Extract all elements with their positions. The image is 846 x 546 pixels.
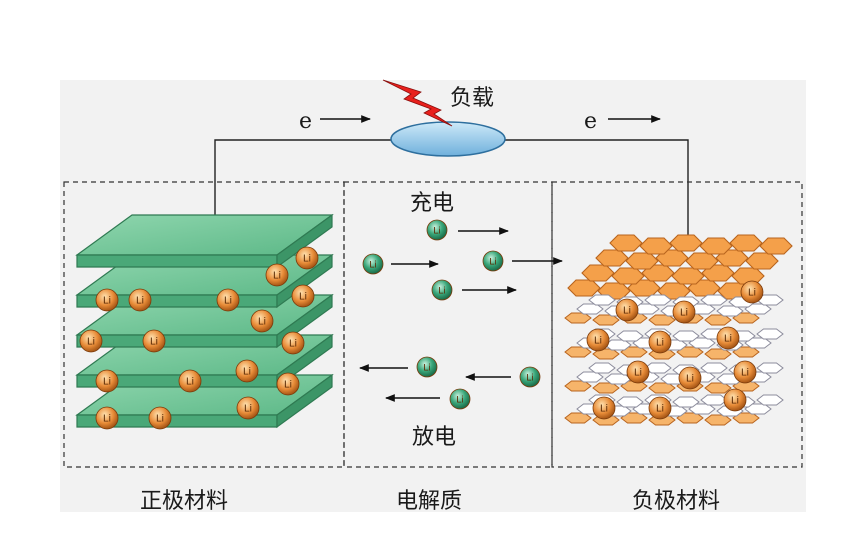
lithium-ion: Li [281,331,305,355]
ion-text: Li [438,287,446,297]
lightning-bolt-icon [382,79,453,127]
anode-layer [564,294,784,326]
ion-text: Li [243,367,251,378]
electron-label-right: e [584,109,597,134]
lithium-ion: Li [95,406,119,430]
lithium-ion: Li [265,263,289,287]
ion-text: Li [731,396,739,407]
electrolyte-region [343,181,553,468]
lithium-ion: Li [128,288,152,312]
electrolyte-ion: Li [416,356,438,378]
lithium-ion: Li [648,330,672,354]
lithium-ion: Li [95,369,119,393]
lithium-ion: Li [79,329,103,353]
electrolyte-ion: Li [519,366,541,388]
cathode-label: 正极材料 [140,489,228,514]
lithium-ion: Li [733,360,757,384]
ion-text: Li [258,317,266,328]
ion-text: Li [526,374,534,384]
lithium-ion: Li [626,360,650,384]
lithium-ion: Li [235,359,259,383]
lithium-ion: Li [678,366,702,390]
lithium-ion: Li [216,288,240,312]
ion-text: Li [600,404,608,415]
ion-text: Li [656,404,664,415]
ion-text: Li [748,288,756,299]
lithium-ion: Li [672,300,696,324]
ion-text: Li [150,337,158,348]
load-ellipse [390,121,506,157]
ion-text: Li [103,377,111,388]
lithium-ion: Li [740,280,764,304]
ion-text: Li [369,261,377,271]
ion-text: Li [136,296,144,307]
ion-text: Li [103,296,111,307]
electrolyte-ion: Li [449,388,471,410]
ion-text: Li [724,334,732,345]
external-circuit [214,139,689,240]
ion-text: Li [741,368,749,379]
ion-text: Li [680,308,688,319]
ion-text: Li [456,396,464,406]
lithium-ion: Li [592,396,616,420]
ion-text: Li [656,338,664,349]
anode-top-sheet [567,234,793,300]
lithium-ion: Li [723,388,747,412]
ion-text: Li [244,404,252,415]
ion-text: Li [489,258,497,268]
lithium-ion: Li [148,406,172,430]
ion-text: Li [186,377,194,388]
ion-text: Li [289,339,297,350]
region-boxes [63,181,803,468]
electrolyte-label: 电解质 [396,489,462,514]
ion-text: Li [634,368,642,379]
ion-text: Li [273,271,281,282]
lithium-ion: Li [586,328,610,352]
lithium-ion: Li [295,246,319,270]
charge-label: 充电 [410,191,454,216]
cathode-region [63,181,345,468]
ion-text: Li [433,227,441,237]
electrolyte-ion: Li [431,279,453,301]
lithium-ion: Li [615,298,639,322]
electrolyte-ion: Li [362,253,384,275]
lithium-ion: Li [95,288,119,312]
electrolyte-ion: Li [426,219,448,241]
lithium-ion: Li [236,396,260,420]
ion-text: Li [303,254,311,265]
ion-text: Li [284,380,292,391]
lithium-ion: Li [250,309,274,333]
ion-text: Li [623,306,631,317]
discharge-label: 放电 [412,425,456,450]
electrolyte-ion: Li [482,250,504,272]
anode-region [551,181,803,468]
anode-label: 负极材料 [632,489,720,514]
ion-text: Li [103,414,111,425]
lithium-ion: Li [648,396,672,420]
lithium-ion: Li [716,326,740,350]
lithium-ion: Li [178,369,202,393]
electron-label-left: e [299,109,312,134]
ion-text: Li [156,414,164,425]
load-label: 负载 [450,86,494,111]
lithium-ion: Li [276,372,300,396]
ion-text: Li [686,374,694,385]
ion-text: Li [594,336,602,347]
lithium-ion: Li [291,284,315,308]
ion-text: Li [87,337,95,348]
ion-text: Li [224,296,232,307]
lithium-ion: Li [142,329,166,353]
ion-text: Li [423,364,431,374]
ion-text: Li [299,292,307,303]
